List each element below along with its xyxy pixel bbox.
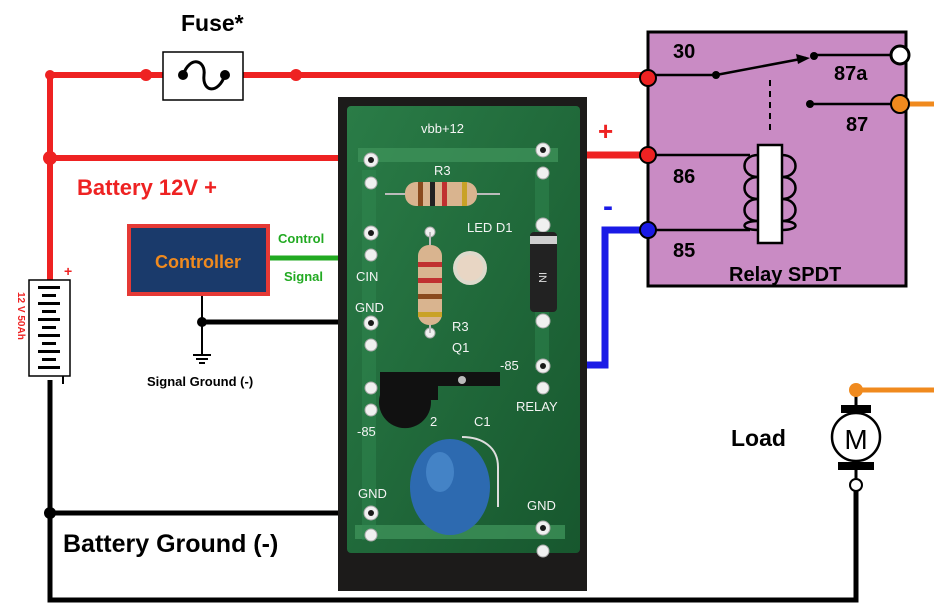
board-r3-mid-label: R3: [452, 319, 469, 334]
relay-pin-87a-label: 87a: [834, 63, 868, 85]
relay-terminal-87: [890, 94, 910, 114]
signal-ground-label: Signal Ground (-): [147, 374, 253, 389]
board-m85-left-label: -85: [357, 424, 376, 439]
relay: [646, 30, 908, 288]
relay-terminal-86: [639, 146, 657, 164]
battery-plus-sign: +: [64, 263, 72, 279]
relay-pin-85-label: 85: [673, 240, 695, 262]
signal-ground-wire: [193, 296, 364, 364]
relay-terminal-87a: [889, 44, 911, 66]
relay-terminal-30: [639, 69, 657, 87]
board-r3-top-label: R3: [434, 163, 451, 178]
fuse-label: Fuse*: [181, 10, 244, 36]
board-relay-label: RELAY: [516, 399, 558, 414]
ground-junction: [44, 507, 56, 519]
board-cin-label: CIN: [356, 269, 378, 284]
battery-positive-label: Battery 12V +: [77, 175, 217, 200]
controller: Controller: [127, 224, 270, 296]
control-label: Control: [278, 231, 324, 246]
battery-rating: 12 V 50Ah: [15, 292, 26, 340]
controller-label: Controller: [155, 252, 241, 272]
battery-ground-label: Battery Ground (-): [63, 530, 278, 558]
relay-terminal-85: [639, 221, 657, 239]
relay-name-label: Relay SPDT: [729, 264, 841, 286]
board-gnd-left-label: GND: [355, 300, 384, 315]
board-gnd-bottom-right-label: GND: [527, 498, 556, 513]
junction-dots: [43, 69, 302, 165]
relay-minus-sign: -: [603, 190, 613, 223]
relay-pin-30-label: 30: [673, 41, 695, 63]
board-gnd-bottom-left-label: GND: [358, 486, 387, 501]
board-m85-right-label: -85: [500, 358, 519, 373]
signal-ground-junction: [197, 317, 207, 327]
board-led-label: LED D1: [467, 220, 513, 235]
battery: [28, 279, 71, 384]
fuse: [162, 51, 244, 101]
ground-wire-main: [47, 380, 859, 603]
diode-marking: IN: [536, 272, 548, 283]
board-c2-label: 2: [430, 414, 437, 429]
relay-plus-sign: +: [598, 116, 613, 146]
signal-label: Signal: [284, 269, 323, 284]
motor: M: [830, 383, 882, 492]
relay-pin-87-label: 87: [846, 114, 868, 136]
board-vbb-label: vbb+12: [421, 121, 464, 136]
motor-symbol: M: [844, 424, 867, 455]
relay-pin-86-label: 86: [673, 166, 695, 188]
load-label: Load: [731, 425, 786, 451]
pcb-board: IN vbb+12 R3 LED D1 CIN GND R3 Q1 -85 RE…: [338, 97, 587, 591]
board-q1-label: Q1: [452, 340, 469, 355]
board-c1-label: C1: [474, 414, 491, 429]
